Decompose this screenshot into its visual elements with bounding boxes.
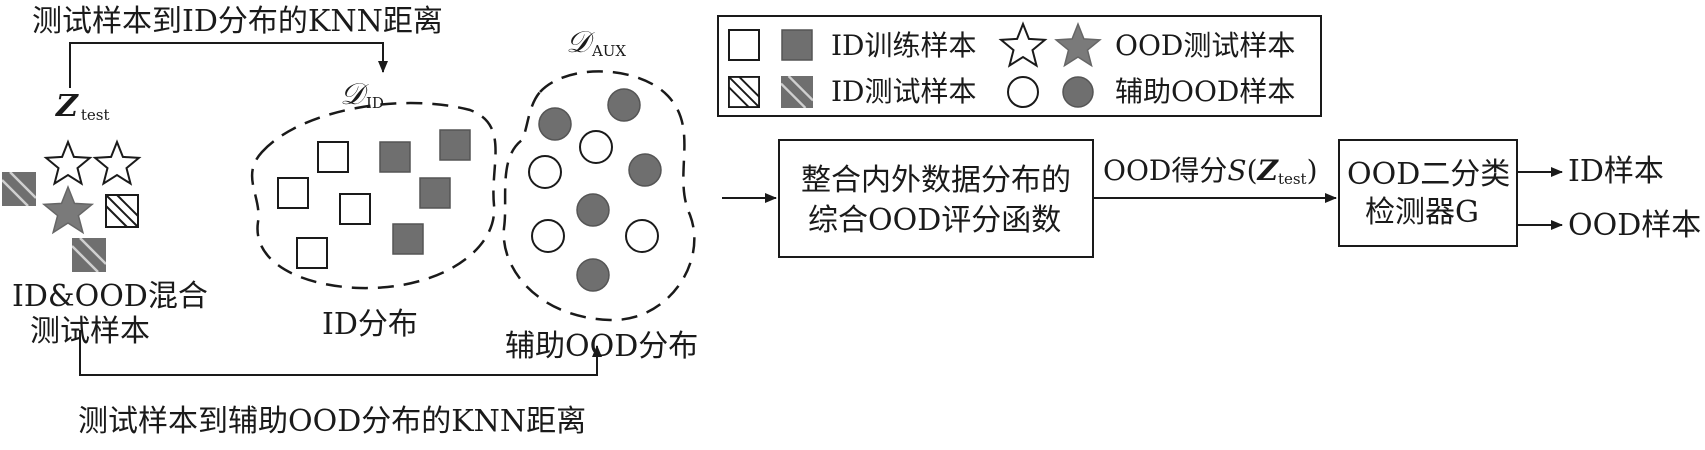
- score-function-box: [778, 139, 1094, 258]
- legend-id-train-label: ID训练样本: [831, 29, 977, 62]
- bottom-knn-connector: [79, 330, 602, 376]
- detector-box: [1338, 139, 1518, 247]
- score-box-line2: 综合OOD评分函数: [808, 203, 1061, 238]
- score-box-line1: 整合内外数据分布的: [801, 163, 1071, 198]
- ood-test-star-filled: [41, 184, 95, 235]
- ood-test-star-empty-1: [43, 139, 93, 186]
- legend-id-test-empty-icon: [728, 76, 760, 108]
- id-train-sample-empty-1: [317, 141, 349, 173]
- legend-aux-ood-empty-icon: [1007, 76, 1039, 108]
- id-train-sample-filled-4: [392, 223, 424, 255]
- id-distribution-boundary: [250, 101, 497, 290]
- mixed-samples-label-line1: ID&OOD混合: [12, 279, 208, 314]
- legend-ood-test-label: OOD测试样本: [1115, 29, 1295, 62]
- aux-ood-sample-filled-3: [628, 153, 662, 187]
- id-train-sample-filled-3: [419, 177, 451, 209]
- top-knn-connector: [69, 42, 388, 88]
- legend-box: [717, 15, 1322, 117]
- id-test-sample-filled-1: [2, 172, 36, 206]
- id-train-sample-empty-3: [339, 193, 371, 225]
- id-distribution-label: ID分布: [322, 307, 418, 342]
- legend-aux-ood-filled-icon: [1062, 76, 1094, 108]
- aux-distribution-boundary: [502, 70, 696, 322]
- aux-ood-sample-empty-4: [625, 219, 659, 253]
- aux-ood-sample-empty-2: [528, 155, 562, 189]
- legend-ood-test-empty-icon: [998, 21, 1048, 68]
- id-train-sample-empty-2: [277, 177, 309, 209]
- legend-id-test-label: ID测试样本: [831, 75, 977, 108]
- aux-ood-sample-filled-4: [576, 193, 610, 227]
- id-test-sample-empty: [105, 194, 139, 228]
- detector-line1: OOD二分类: [1347, 157, 1510, 192]
- id-test-sample-filled-2: [72, 238, 106, 272]
- output-ood-label: OOD样本: [1568, 208, 1701, 243]
- id-train-sample-filled-1: [379, 141, 411, 173]
- legend-id-train-filled-icon: [781, 29, 813, 61]
- aux-ood-sample-filled-5: [576, 258, 610, 292]
- mixed-samples-label-line2: 测试样本: [30, 314, 150, 349]
- aux-distribution-label: 辅助OOD分布: [505, 329, 698, 364]
- output-id-label: ID样本: [1568, 154, 1664, 189]
- legend-id-test-filled-icon: [781, 76, 813, 108]
- id-train-sample-filled-2: [439, 129, 471, 161]
- aux-ood-sample-empty-3: [531, 219, 565, 253]
- legend-ood-test-filled-icon: [1054, 21, 1102, 68]
- score-label: OOD得分S(Ztest): [1103, 154, 1318, 188]
- aux-ood-sample-empty-1: [579, 130, 613, 164]
- top-knn-label: 测试样本到ID分布的KNN距离: [32, 4, 443, 39]
- legend-aux-ood-label: 辅助OOD样本: [1115, 75, 1295, 108]
- id-train-sample-empty-4: [296, 237, 328, 269]
- bottom-knn-label: 测试样本到辅助OOD分布的KNN距离: [78, 404, 586, 439]
- aux-ood-sample-filled-2: [607, 88, 641, 122]
- legend-id-train-empty-icon: [728, 29, 760, 61]
- detector-line2: 检测器G: [1365, 195, 1479, 230]
- aux-ood-sample-filled-1: [538, 107, 572, 141]
- ood-test-star-empty-2: [92, 139, 142, 186]
